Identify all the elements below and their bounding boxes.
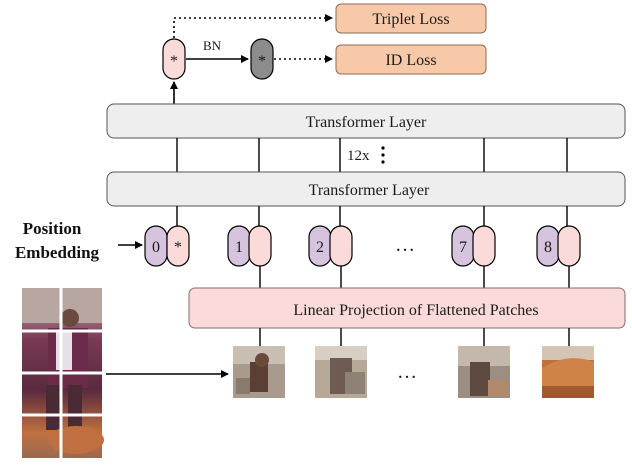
position-embedding-line1: Position: [23, 219, 82, 238]
patch-image-2: [315, 346, 367, 398]
bn-output-symbol: *: [258, 53, 266, 70]
position-embedding-line2: Embedding: [15, 243, 100, 262]
token-pair-7: 7: [451, 225, 496, 267]
transformer-layer-bottom-label: Transformer Layer: [309, 182, 430, 199]
cls-token-input: [166, 225, 190, 267]
repeat-label: 12x: [347, 148, 370, 164]
position-token-2-label: 2: [316, 239, 324, 256]
patch-token-1: [248, 225, 272, 267]
position-token-8-label: 8: [544, 239, 552, 256]
patch-image-1: [233, 346, 285, 398]
position-token-0-label: 0: [152, 239, 160, 256]
patch-token-8: [557, 225, 581, 267]
patch-token-7: [472, 225, 496, 267]
triplet-loss-box: [335, 3, 487, 34]
transformer-layer-bottom: [106, 171, 626, 207]
position-token-1-label: 1: [235, 239, 243, 256]
triplet-loss-label: Triplet Loss: [372, 11, 449, 28]
bn-output-token: [250, 38, 274, 80]
cls-output-symbol: *: [170, 53, 178, 70]
token-ellipsis: …: [395, 234, 415, 256]
inter-layer-connections: [176, 138, 568, 172]
linear-projection-label: Linear Projection of Flattened Patches: [293, 302, 538, 319]
token-pair-8: 8: [536, 225, 581, 267]
patch-image-7: [458, 346, 510, 398]
patch-token-2: [329, 225, 353, 267]
transformer-layer-top-label: Transformer Layer: [306, 114, 427, 131]
projection-connections: [259, 266, 570, 288]
person-image-grid: [22, 288, 104, 458]
token-pair-0: 0 *: [144, 225, 190, 267]
patch-image-8: [542, 346, 594, 398]
id-loss-label: ID Loss: [385, 52, 436, 69]
token-pair-2: 2: [308, 225, 353, 267]
patch-image-connections: [259, 328, 570, 346]
position-token-7-label: 7: [459, 239, 467, 256]
linear-projection-box: [188, 287, 626, 329]
patch-ellipsis: …: [397, 361, 417, 383]
transformer-layer-top: [106, 103, 626, 139]
cls-output-token: [162, 38, 186, 80]
id-loss-box: [335, 44, 487, 75]
token-connections: [176, 206, 568, 226]
token-pair-1: 1: [227, 225, 272, 267]
repeat-dots: [381, 146, 385, 164]
cls-token-input-symbol: *: [174, 239, 182, 256]
bn-label: BN: [203, 38, 222, 53]
triplet-loss-arrow: [173, 14, 333, 38]
